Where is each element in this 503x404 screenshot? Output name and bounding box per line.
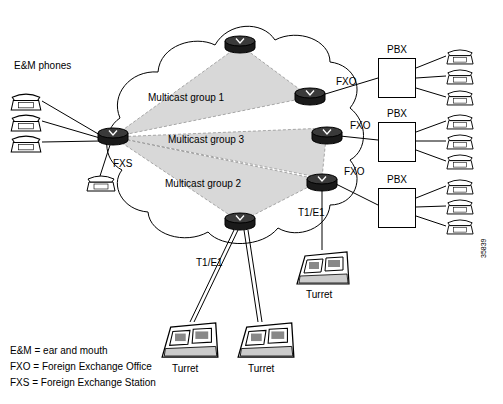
node-label: Turret [248,363,274,375]
legend-note: E&M = ear and mouth [10,345,108,357]
node-label: Multicast group 3 [168,134,244,146]
pbx-label: PBX [387,174,407,186]
pbx-box: PBX [378,122,416,162]
pbx-box: PBX [378,58,416,98]
multicast-group: Multicast group 2 [165,178,241,190]
interface-label: FXS [113,158,132,170]
node-label: Multicast group 1 [148,92,224,104]
pbx-box: PBX [378,188,416,228]
turret-node: Turret [306,289,332,301]
interface-label: FXO [350,120,371,132]
interface-label: FXO [336,76,357,88]
turret-node: Turret [172,363,198,375]
multicast-group: Multicast group 1 [148,92,224,104]
figure-number: 35839 [479,239,488,258]
node-label: Turret [172,363,198,375]
interface-label: FXO [344,166,365,178]
pbx-label: PBX [387,44,407,56]
multicast-group: Multicast group 3 [168,134,244,146]
device-label: E&M phones [14,60,71,72]
node-label: Multicast group 2 [165,178,241,190]
legend-note: FXS = Foreign Exchange Station [10,377,156,389]
turret-node: Turret [248,363,274,375]
interface-label: T1/E1 [298,207,325,219]
legend-note: FXO = Foreign Exchange Office [10,361,152,373]
node-label: Turret [306,289,332,301]
interface-label: T1/E1 [196,257,223,269]
pbx-label: PBX [387,108,407,120]
